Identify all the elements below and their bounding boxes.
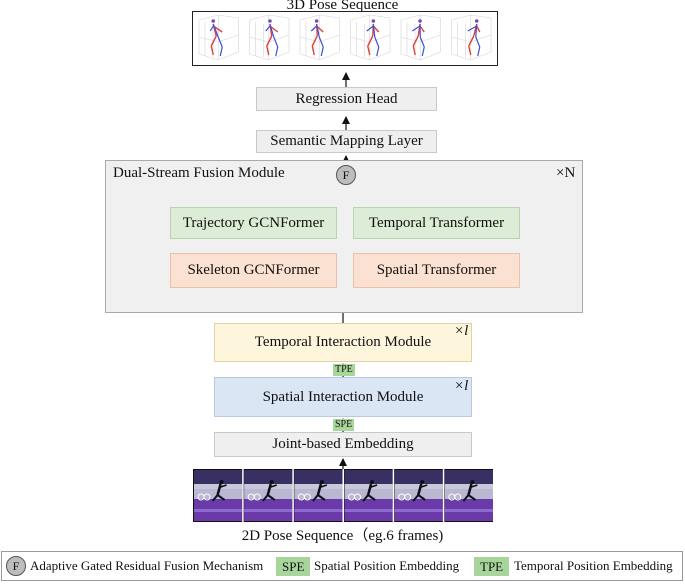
temporal-interaction-box: Temporal Interaction Module	[214, 323, 472, 362]
semantic-mapping-box: Semantic Mapping Layer	[256, 130, 437, 153]
pose-3d-frame	[249, 14, 290, 61]
legend-f-icon: F	[6, 556, 26, 576]
pose-3d-strip	[192, 11, 498, 66]
legend-panel	[1, 551, 683, 581]
pose-2d-frame	[444, 469, 495, 522]
legend-tpe-tag: TPE	[474, 557, 510, 576]
fusion-repeat-label: ×N	[556, 165, 576, 181]
fusion-module-title: Dual-Stream Fusion Module	[113, 165, 285, 181]
regression-head-box: Regression Head	[256, 87, 437, 111]
pose-3d-frames	[198, 14, 492, 61]
pose-3d-frame	[198, 14, 239, 61]
legend-f-text: Adaptive Gated Residual Fusion Mechanism	[30, 558, 264, 573]
temporal-repeat-label: ×l	[454, 323, 469, 339]
temporal-transformer-box: Temporal Transformer	[353, 207, 520, 239]
spatial-interaction-box: Spatial Interaction Module	[214, 377, 472, 417]
joint-embedding-box: Joint-based Embedding	[214, 432, 472, 457]
pose-2d-frame	[194, 469, 244, 522]
legend-spe-tag: SPE	[276, 557, 311, 576]
skeleton-gcnformer-box: Skeleton GCNFormer	[170, 253, 337, 288]
trajectory-gcnformer-box: Trajectory GCNFormer	[170, 207, 337, 239]
pose-3d-title: 3D Pose Sequence	[286, 0, 399, 13]
legend-spe-text: Spatial Position Embedding	[314, 558, 460, 573]
pose-2d-frame	[294, 469, 344, 522]
spatial-repeat-label: ×l	[454, 378, 469, 394]
legend-tpe-text: Temporal Position Embedding	[514, 558, 673, 573]
pose-3d-frame	[400, 14, 441, 61]
pose-3d-frame	[451, 14, 492, 61]
pose-3d-frame	[350, 14, 391, 61]
pose-2d-title: 2D Pose Sequence（eg.6 frames)	[241, 528, 444, 544]
pose-2d-frame	[344, 469, 395, 522]
spe-tag: SPE	[333, 419, 355, 431]
pose-3d-frame	[299, 14, 340, 61]
fusion-f-icon: F	[336, 165, 356, 185]
tpe-tag: TPE	[333, 364, 355, 376]
pose-2d-frame	[244, 469, 294, 522]
pose-2d-frame	[394, 469, 445, 522]
pose-2d-frames	[194, 469, 495, 522]
spatial-transformer-box: Spatial Transformer	[353, 253, 520, 288]
pose-2d-strip	[193, 469, 495, 522]
